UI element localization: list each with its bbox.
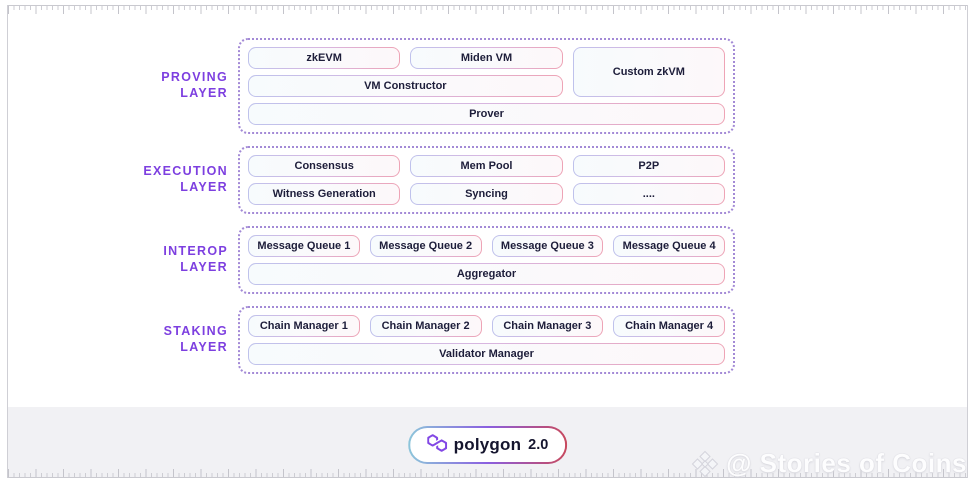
layer-label-line: LAYER	[180, 340, 228, 354]
layer-label-line: PROVING	[161, 70, 228, 85]
frame-left-line	[7, 5, 8, 478]
layer-label-line: LAYER	[180, 180, 228, 194]
component-box: Chain Manager 1	[248, 315, 360, 337]
component-box: Chain Manager 3	[492, 315, 604, 337]
component-box: Message Queue 2	[370, 235, 482, 257]
component-box: Syncing	[410, 183, 562, 205]
polygon-version-text: 2.0	[528, 437, 549, 453]
component-box: Mem Pool	[410, 155, 562, 177]
layer-label-line: INTEROP	[163, 244, 228, 259]
watermark: @ Stories of Coins	[690, 448, 967, 479]
component-box: Custom zkVM	[573, 47, 725, 97]
layer-label-line: STAKING	[163, 324, 228, 339]
frame-right-line	[967, 5, 968, 478]
component-box: Message Queue 4	[613, 235, 725, 257]
ruler-top-ticks	[8, 6, 967, 10]
polygon-logo-badge: polygon 2.0	[408, 426, 568, 464]
component-box: Message Queue 1	[248, 235, 360, 257]
component-box: Aggregator	[248, 263, 725, 285]
component-box: Validator Manager	[248, 343, 725, 365]
component-box: ....	[573, 183, 725, 205]
component-box: zkEVM	[248, 47, 400, 69]
ruler-top-major-ticks	[8, 6, 967, 14]
component-box: Miden VM	[410, 47, 562, 69]
staking-layer-container: Chain Manager 1 Chain Manager 2 Chain Mana…	[238, 306, 735, 374]
layer-label-line: EXECUTION	[143, 164, 228, 179]
polygon-logo-text: polygon	[453, 435, 522, 454]
layer-label-line: LAYER	[180, 260, 228, 274]
component-box: P2P	[573, 155, 725, 177]
execution-layer-container: Consensus Mem Pool P2P Witness Generation Sy…	[238, 146, 735, 214]
component-box: Chain Manager 4	[613, 315, 725, 337]
component-box: Consensus	[248, 155, 400, 177]
ruler-top	[8, 5, 967, 14]
component-box: Witness Generation	[248, 183, 400, 205]
layer-label-line: LAYER	[180, 86, 228, 100]
polygon-icon	[426, 433, 447, 457]
component-box: Message Queue 3	[492, 235, 604, 257]
interop-layer-container: Message Queue 1 Message Queue 2 Message Qu…	[238, 226, 735, 294]
diamond-icon	[690, 449, 720, 479]
watermark-text: @ Stories of Coins	[726, 448, 967, 478]
component-box: VM Constructor	[248, 75, 563, 97]
component-box: Chain Manager 2	[370, 315, 482, 337]
component-box: Prover	[248, 103, 725, 125]
